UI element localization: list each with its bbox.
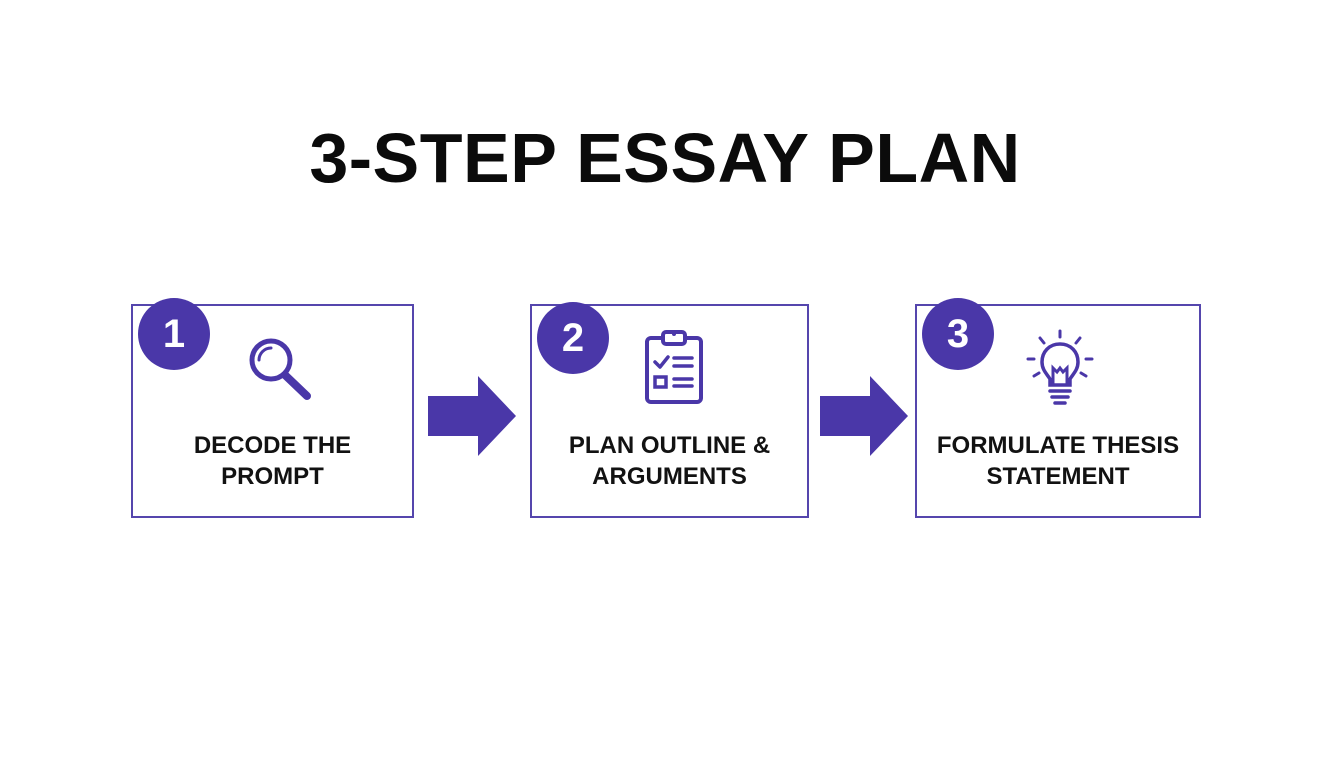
- step-2-label: PLAN OUTLINE & ARGUMENTS: [568, 432, 771, 490]
- step-2-number-badge: 2: [537, 302, 609, 374]
- step-3-number-badge: 3: [922, 298, 994, 370]
- arrow-right-icon: [428, 376, 516, 456]
- step-1-number-badge: 1: [138, 298, 210, 370]
- step-3-label: FORMULATE THESIS STATEMENT: [936, 432, 1180, 490]
- arrow-right-icon: [820, 376, 908, 456]
- lightbulb-icon: [1026, 329, 1094, 405]
- diagram-title: 3-STEP ESSAY PLAN: [309, 119, 1021, 197]
- clipboard-checklist-icon: [645, 330, 703, 404]
- step-1-label: DECODE THE PROMPT: [193, 432, 352, 490]
- magnifying-glass-icon: [249, 338, 311, 400]
